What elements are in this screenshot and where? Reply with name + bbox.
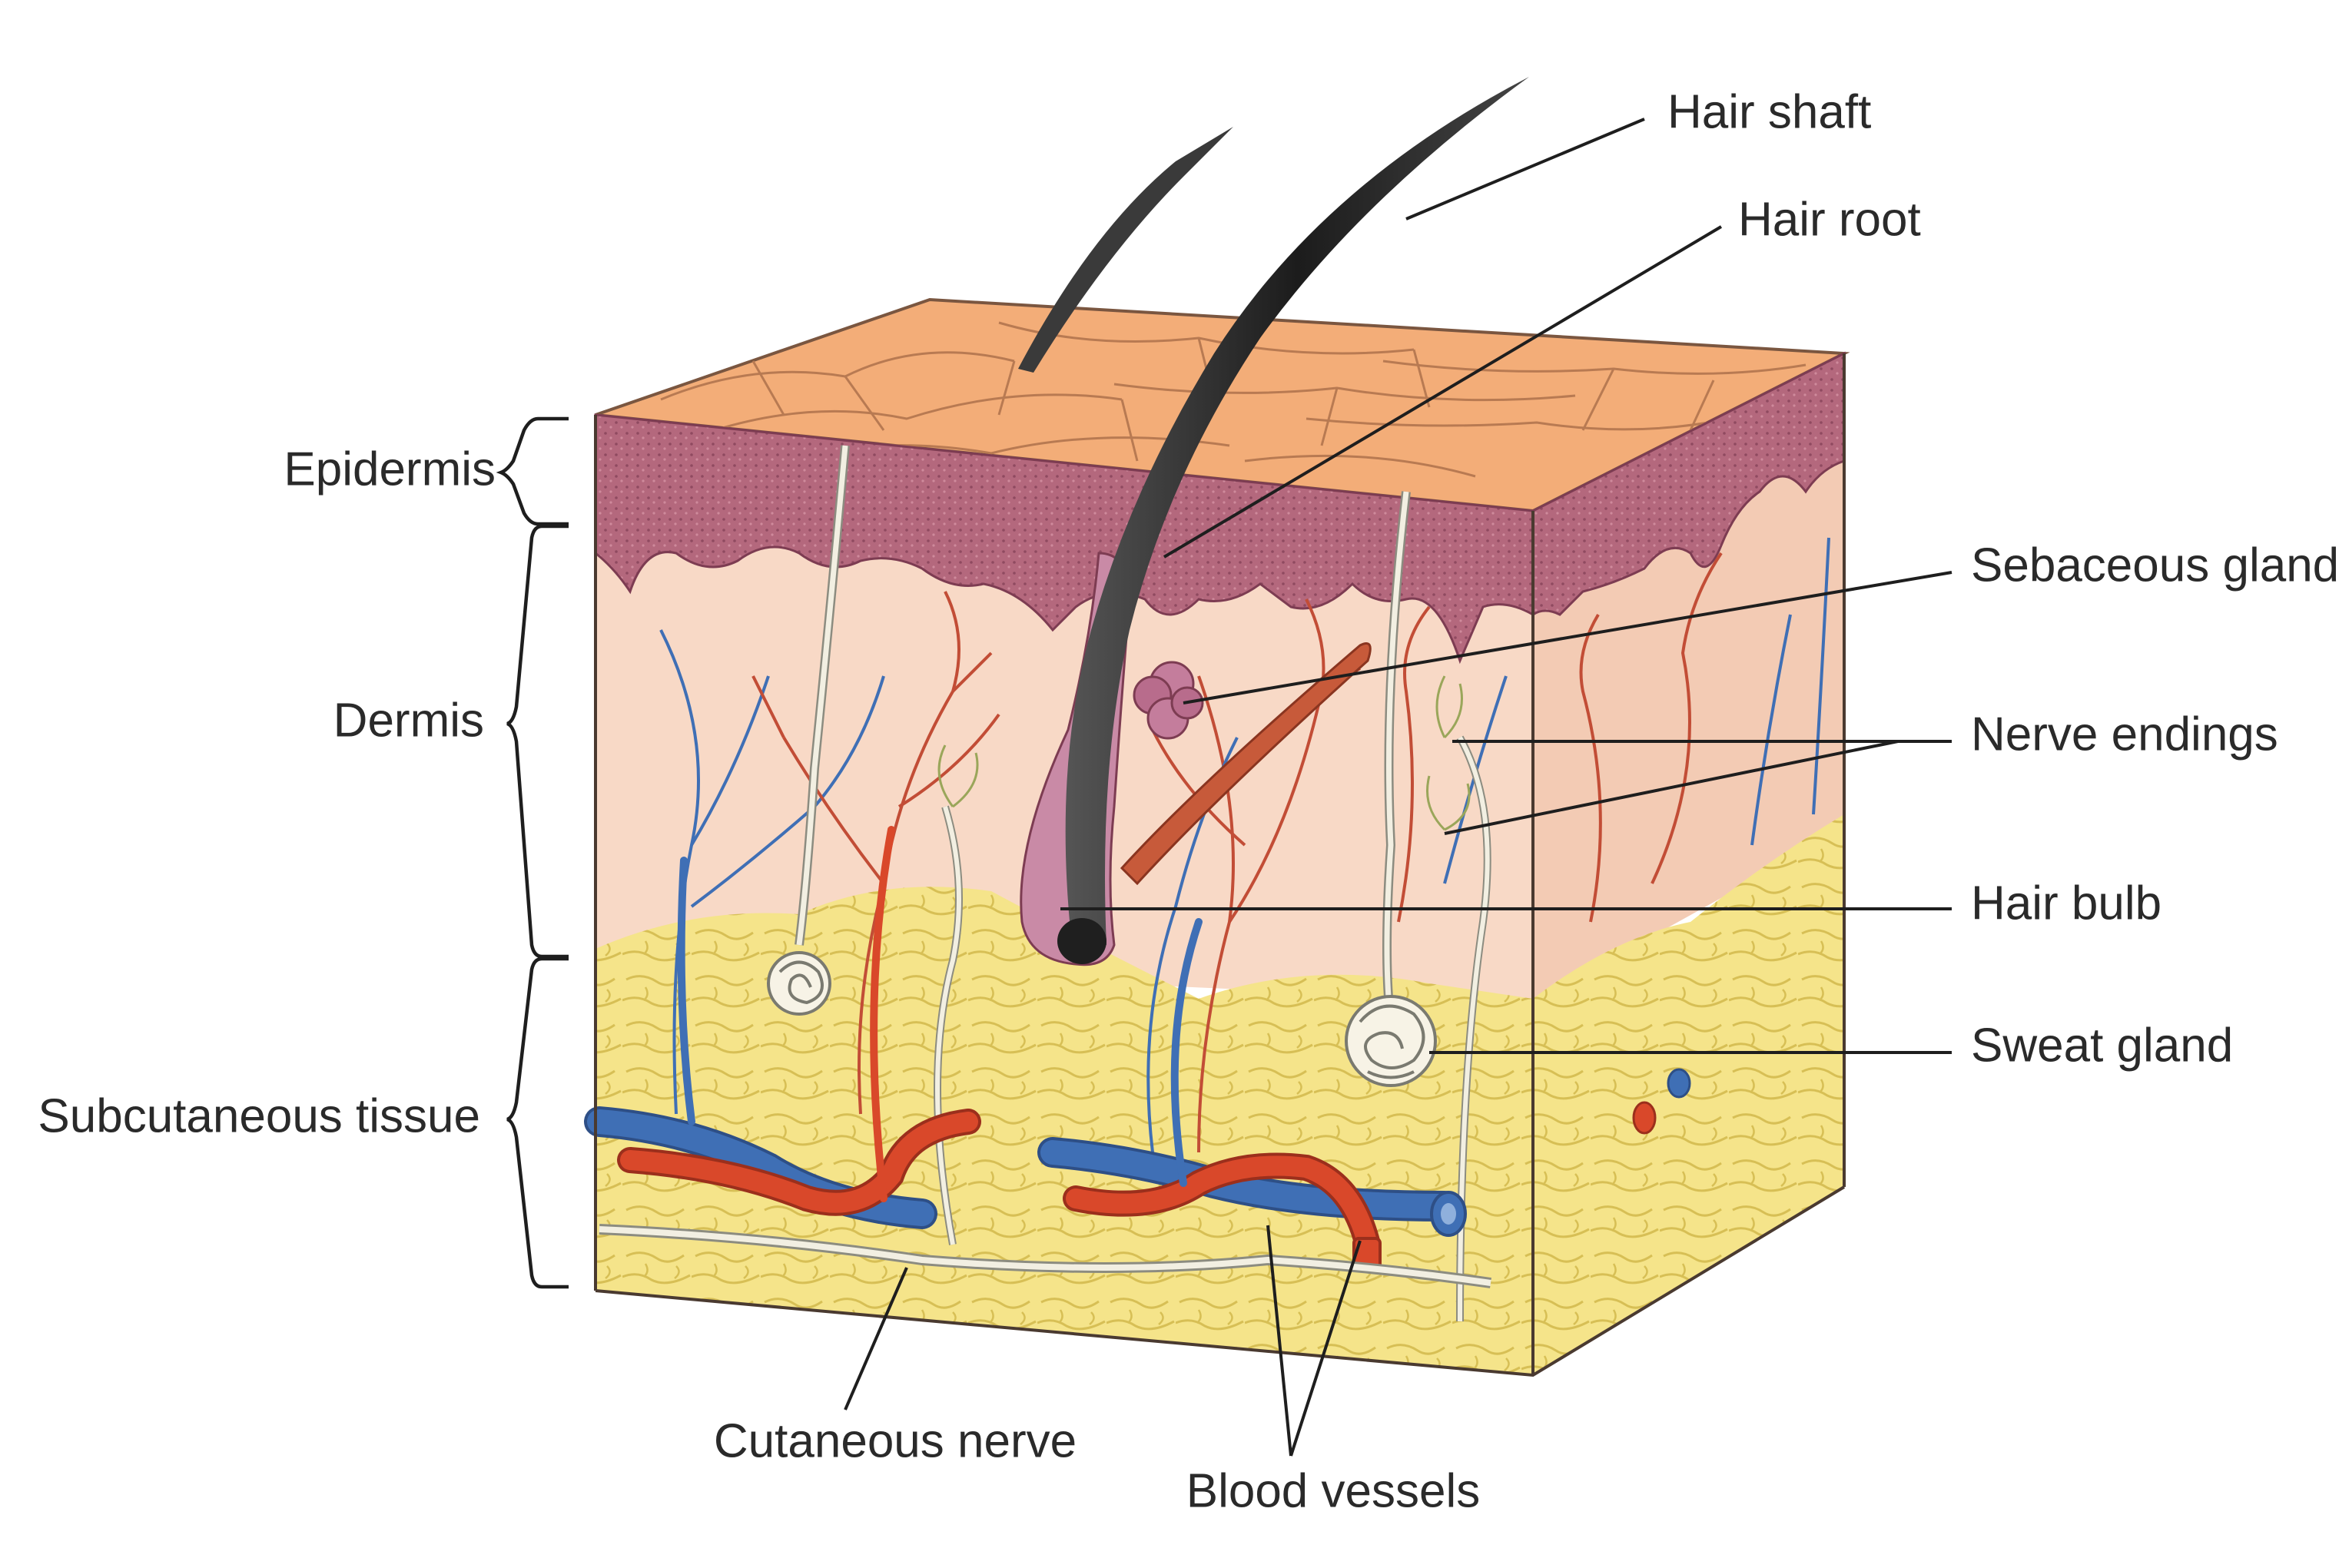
- nerve-endings-leader-2: [1444, 740, 1899, 835]
- subcutaneous-side: [1533, 814, 1844, 1375]
- nerve-fibers: [795, 445, 1491, 1322]
- side-capillary-network: [1579, 537, 1830, 923]
- sebaceous-gland-leader: [1183, 571, 1952, 704]
- label-dermis: Dermis: [333, 694, 484, 747]
- hair-shaft-main: [1065, 77, 1529, 945]
- block-edges: [594, 353, 1846, 1377]
- label-hair-shaft: Hair shaft: [1667, 85, 1871, 138]
- label-sweat-gland: Sweat gland: [1971, 1019, 2233, 1072]
- dermis-brace: [506, 524, 569, 959]
- hair-bulb-shape: [1057, 918, 1106, 964]
- skin-block: [584, 77, 1850, 1377]
- epidermis-side: [1531, 351, 1846, 617]
- subcutaneous-brace: [506, 956, 569, 1289]
- label-hair-root: Hair root: [1738, 193, 1921, 246]
- nerve-endings-branches: [937, 675, 1471, 831]
- subcutaneous-front: [596, 887, 1533, 1375]
- layer-braces: [496, 416, 569, 1289]
- blood-vessels-leader-1: [1266, 1225, 1292, 1457]
- leader-lines: [844, 118, 1952, 1457]
- label-epidermis: Epidermis: [284, 443, 496, 496]
- label-nerve-endings: Nerve endings: [1971, 708, 2278, 761]
- label-blood-vessels: Blood vessels: [1186, 1464, 1481, 1517]
- label-hair-bulb: Hair bulb: [1971, 877, 2162, 930]
- sweat-gland-left: [767, 951, 831, 1016]
- vessel-cross-sections: [1352, 1068, 1691, 1272]
- arrector-pili-muscle: [1120, 642, 1372, 886]
- cutaneous-nerve-core: [599, 1226, 1491, 1286]
- cutaneous-nerve-leader: [844, 1267, 908, 1411]
- hair-shaft-left: [1018, 127, 1233, 373]
- sweat-gland-right: [1345, 995, 1437, 1087]
- hair-root-leader: [1163, 225, 1723, 559]
- deep-blood-vessels: [584, 826, 1460, 1258]
- hair-shaft-leader: [1405, 118, 1645, 220]
- epidermis-brace: [496, 416, 569, 526]
- label-sebaceous-gland: Sebaceous gland: [1971, 539, 2339, 592]
- label-subcutaneous-tissue: Subcutaneous tissue: [38, 1089, 480, 1142]
- label-cutaneous-nerve: Cutaneous nerve: [714, 1414, 1077, 1467]
- labels: Epidermis Dermis Subcutaneous tissue Hai…: [38, 85, 2339, 1517]
- blood-vessels-leader-2: [1289, 1240, 1362, 1457]
